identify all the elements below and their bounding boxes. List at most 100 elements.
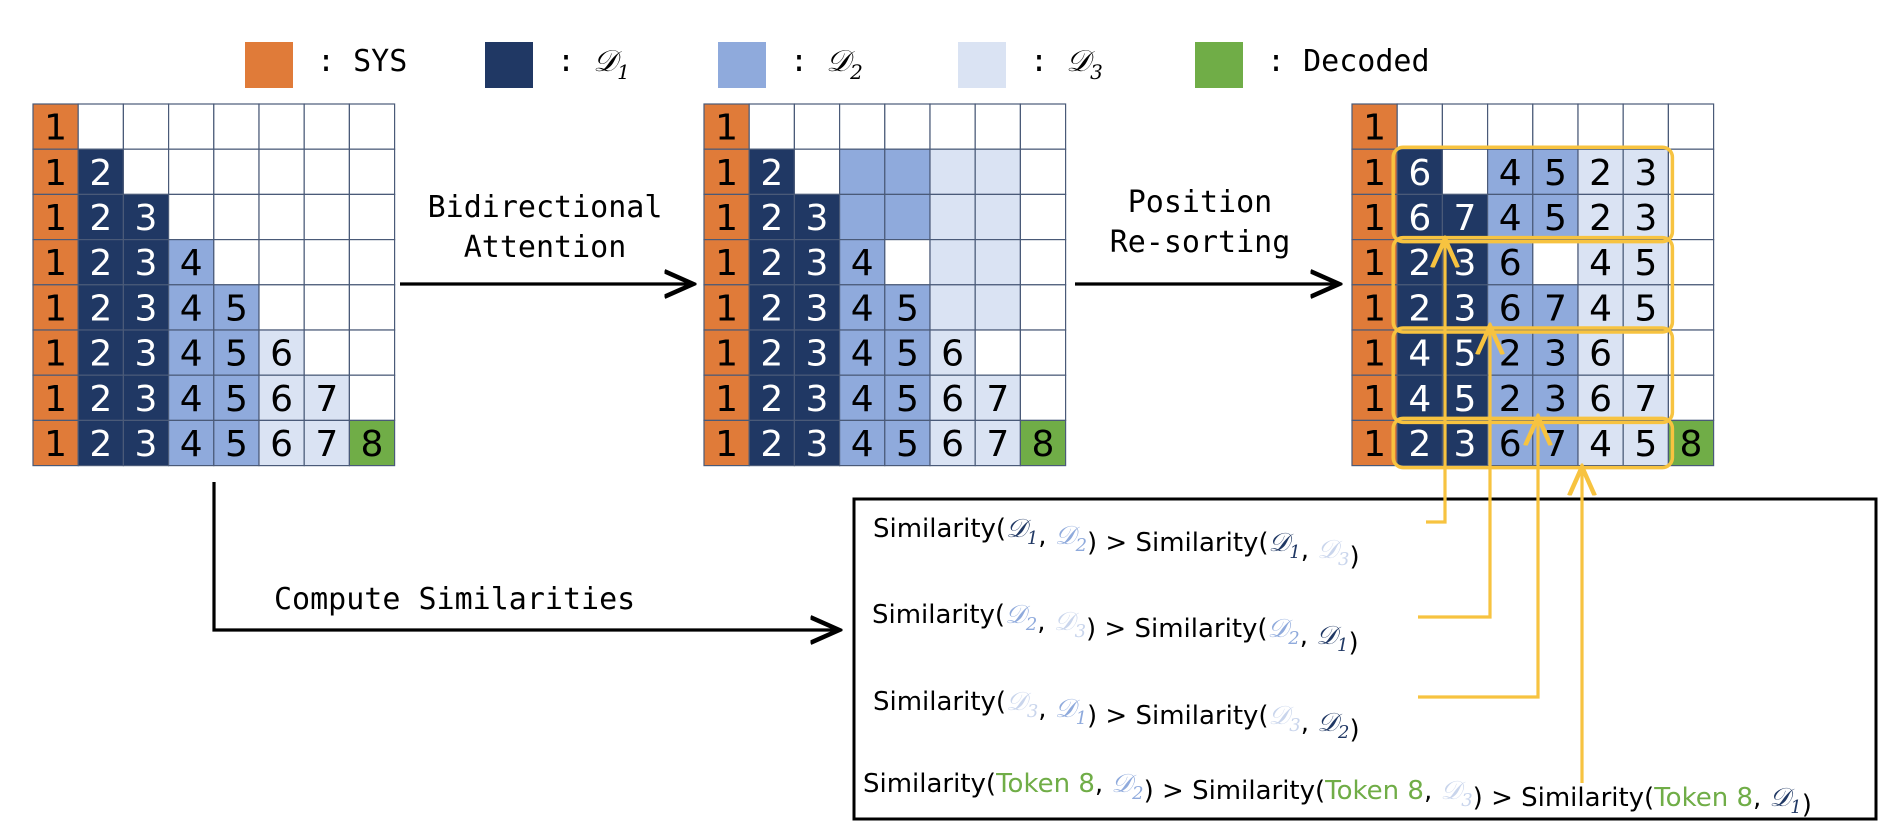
grid-cell xyxy=(168,329,215,376)
grid-cell xyxy=(258,419,305,467)
grid-cell xyxy=(258,284,305,331)
grid-cell-label: 2 xyxy=(89,334,112,375)
grid-cell-label: 1 xyxy=(715,334,738,375)
grid-cell xyxy=(884,284,931,331)
legend-label-d2: : 𝒟2 xyxy=(790,44,863,84)
grid-cell-label: 3 xyxy=(806,288,829,329)
grid-cell-label: 2 xyxy=(1499,379,1522,420)
grid-cell-label: 2 xyxy=(760,288,783,329)
grid-cell xyxy=(303,329,351,376)
grid-cell xyxy=(1351,148,1398,195)
grid-cell xyxy=(348,239,396,286)
grid-cell xyxy=(793,419,841,467)
grid-cell-label: 4 xyxy=(851,379,874,420)
grid-cell xyxy=(929,239,976,286)
grid-cell-label: 5 xyxy=(225,334,248,375)
grid-cell-label: 5 xyxy=(225,288,248,329)
grid-cell-label: 2 xyxy=(760,424,783,465)
grid-cell xyxy=(1667,103,1715,150)
grid-cell xyxy=(168,193,215,241)
grid-cell xyxy=(258,329,305,376)
grid-cell xyxy=(1441,193,1489,241)
grid-cell-label: 1 xyxy=(1363,334,1386,375)
grid-cell-label: 2 xyxy=(89,424,112,465)
grid-cell-label: 5 xyxy=(1454,379,1477,420)
grid-cell xyxy=(303,374,351,422)
grid-cell xyxy=(122,103,170,150)
similarity-line-d1: Similarity(𝒟1, 𝒟2) > Similarity(𝒟1, 𝒟3) xyxy=(873,514,1360,572)
grid-cell-label: 4 xyxy=(851,243,874,284)
grid-cell-label: 2 xyxy=(760,379,783,420)
legend-item-d1: : 𝒟1 xyxy=(485,42,630,88)
grid-cell-label: 5 xyxy=(1454,334,1477,375)
grid-cell-label: 6 xyxy=(1408,153,1431,194)
grid-cell xyxy=(213,239,260,286)
grid-cell xyxy=(213,329,260,376)
grid-cell-label: 8 xyxy=(361,424,384,465)
grid-cell-label: 3 xyxy=(806,424,829,465)
grid-cell-label: 1 xyxy=(715,288,738,329)
grid-cell-label: 5 xyxy=(225,379,248,420)
legend-item-d3: : 𝒟3 xyxy=(958,42,1103,88)
grid-cell xyxy=(122,148,170,195)
legend-swatch-decoded xyxy=(1195,42,1243,88)
grid-cell-label: 3 xyxy=(1454,288,1477,329)
grid-cell-label: 4 xyxy=(180,379,203,420)
grid-cell-label: 2 xyxy=(1408,288,1431,329)
grid-cell-label: 1 xyxy=(1363,198,1386,239)
grid-cell xyxy=(838,284,886,331)
grid-cell-label: 1 xyxy=(1363,379,1386,420)
grid-cell xyxy=(1019,103,1067,150)
grid-cell xyxy=(1396,148,1443,195)
label-re-sorting: Re-sorting xyxy=(1110,225,1291,260)
grid-cell-label: 6 xyxy=(941,424,964,465)
grid-cell-label: 8 xyxy=(1032,424,1055,465)
grid-cell-label: 2 xyxy=(89,198,112,239)
grid-cell-label: 1 xyxy=(44,153,67,194)
grid-cell-label: 4 xyxy=(180,334,203,375)
grid-cell xyxy=(77,103,124,150)
grid-cell xyxy=(1577,329,1624,376)
grid-cell xyxy=(1441,419,1489,467)
grid-cell xyxy=(974,103,1022,150)
grid-cell-label: 3 xyxy=(806,379,829,420)
grid-cell xyxy=(348,193,396,241)
grid-cell-label: 1 xyxy=(44,288,67,329)
grid-cell xyxy=(1577,148,1624,195)
grid-cell xyxy=(929,419,976,467)
legend-label-d1: : 𝒟1 xyxy=(557,44,630,84)
grid-cell-label: 5 xyxy=(896,379,919,420)
grid-cell-label: 5 xyxy=(1634,424,1657,465)
grid-cell xyxy=(1019,193,1067,241)
grid-cell-label: 1 xyxy=(715,424,738,465)
grid-cell xyxy=(32,103,79,150)
label-bidirectional: Bidirectional xyxy=(428,190,663,225)
grid-cell xyxy=(303,193,351,241)
grid-cell xyxy=(1396,103,1443,150)
grid-cell-label: 4 xyxy=(851,288,874,329)
grid-cell-label: 4 xyxy=(1499,153,1522,194)
grid-cell xyxy=(838,148,886,195)
grid-cell xyxy=(168,284,215,331)
grid-cell-label: 1 xyxy=(44,379,67,420)
grid-cell xyxy=(1622,419,1669,467)
grid-cell-label: 7 xyxy=(1544,424,1567,465)
grid-cell-label: 1 xyxy=(1363,288,1386,329)
grid-cell xyxy=(32,419,79,467)
grid-cell xyxy=(1667,329,1715,376)
legend-swatch-sys xyxy=(245,42,293,88)
grid-cell xyxy=(1532,374,1579,422)
grid-cell xyxy=(1532,193,1579,241)
grid-cell-label: 4 xyxy=(1589,424,1612,465)
grid-cell xyxy=(77,374,124,422)
grid-cell-label: 1 xyxy=(1363,424,1386,465)
grid-cell xyxy=(1351,239,1398,286)
grid-cell xyxy=(793,103,841,150)
grid-cell xyxy=(748,374,796,422)
grid-cell-label: 5 xyxy=(896,288,919,329)
grid-cell xyxy=(884,193,931,241)
grid-cell-label: 2 xyxy=(760,243,783,284)
legend-item-decoded: : Decoded xyxy=(1195,42,1430,88)
